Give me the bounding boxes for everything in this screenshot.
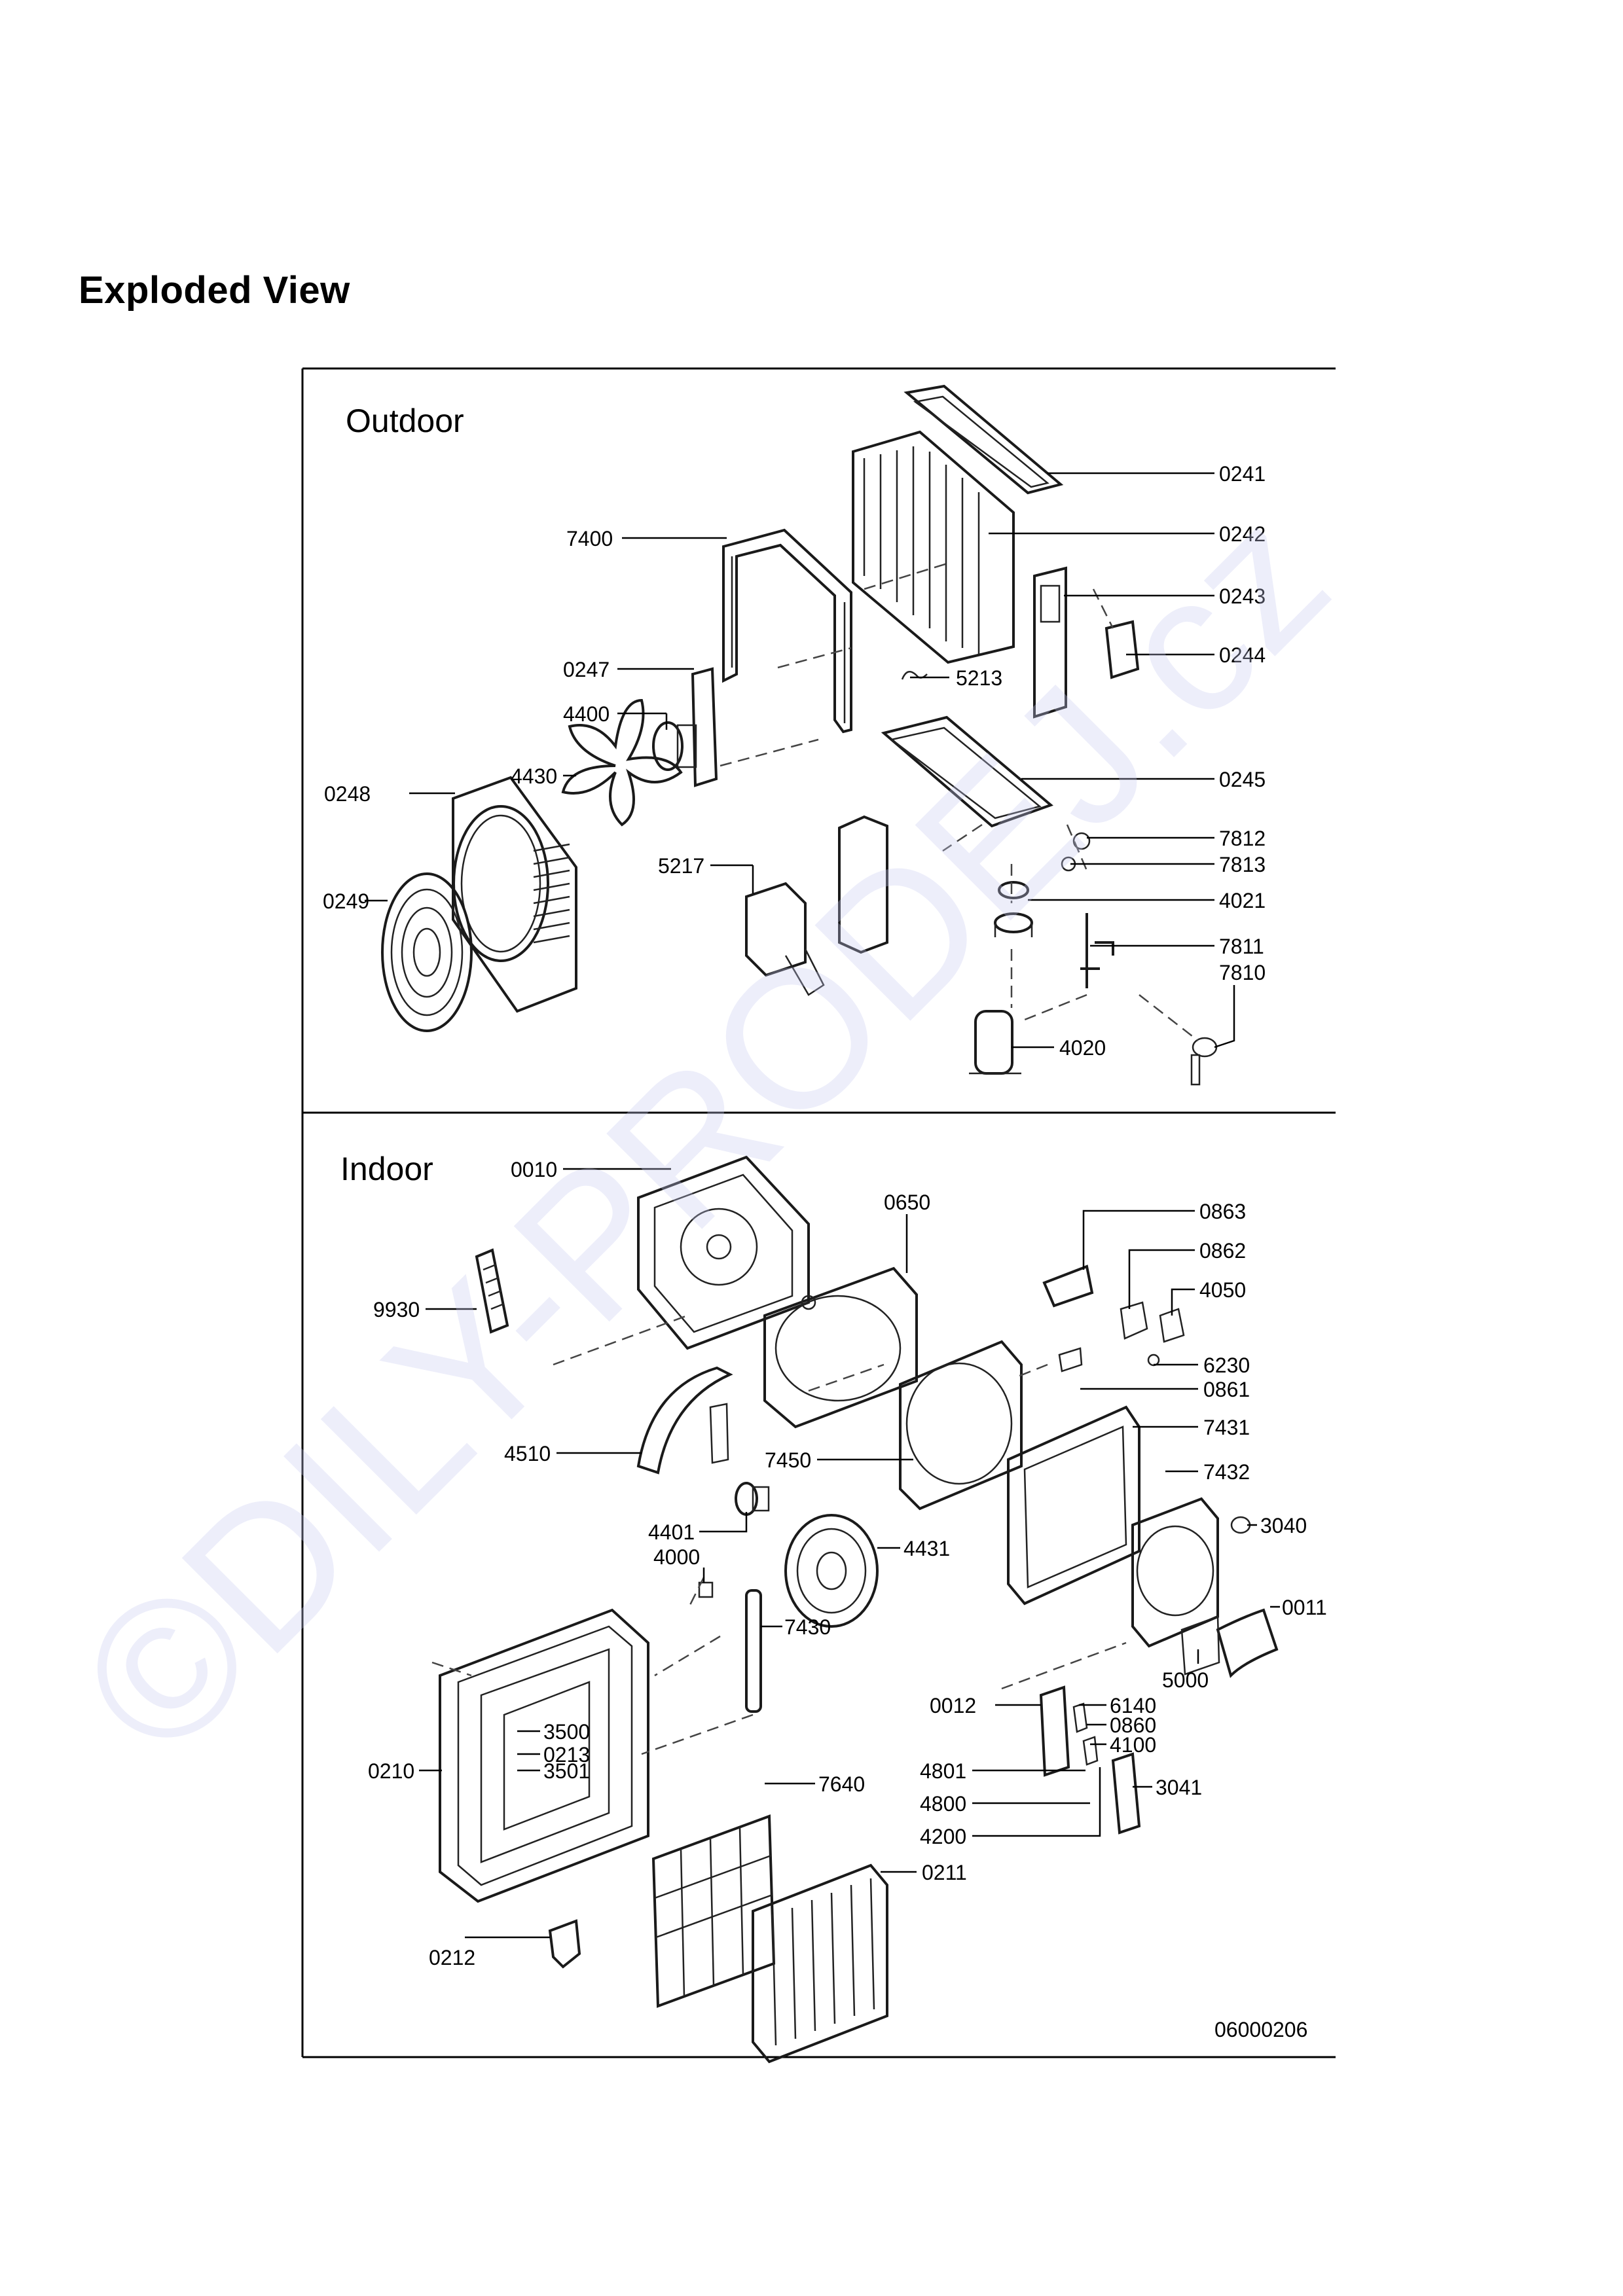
part-label-5217: 5217 [658, 854, 704, 878]
part-label-4430: 4430 [511, 764, 557, 788]
part-label-0241: 0241 [1219, 462, 1266, 486]
part-label-4100: 4100 [1110, 1733, 1156, 1757]
part-label-4000: 4000 [653, 1545, 700, 1569]
part-label-0211: 0211 [922, 1861, 967, 1884]
part-label-0862: 0862 [1199, 1239, 1246, 1263]
part-label-7430: 7430 [784, 1615, 831, 1639]
part-label-4431: 4431 [903, 1537, 950, 1560]
part-label-0210: 0210 [368, 1759, 414, 1783]
part-label-4050: 4050 [1199, 1278, 1246, 1302]
part-label-5213: 5213 [956, 666, 1002, 690]
page-title: Exploded View [79, 269, 350, 312]
part-label-4200: 4200 [920, 1825, 966, 1848]
part-label-0243: 0243 [1219, 584, 1266, 608]
part-label-6230: 6230 [1203, 1354, 1250, 1377]
part-label-7450: 7450 [765, 1448, 811, 1472]
part-label-0011: 0011 [1282, 1596, 1327, 1619]
part-label-0212: 0212 [429, 1946, 475, 1969]
outdoor-part-labels: 0241 0242 7400 0243 0244 0247 5213 4400 … [323, 462, 1266, 1060]
part-label-7432: 7432 [1203, 1460, 1250, 1484]
part-label-0244: 0244 [1219, 643, 1266, 667]
part-label-4401: 4401 [648, 1520, 695, 1544]
part-label-0249: 0249 [323, 889, 369, 913]
part-label-0213: 0213 [543, 1743, 590, 1767]
part-label-3040: 3040 [1260, 1514, 1307, 1537]
part-label-3041: 3041 [1156, 1776, 1202, 1799]
part-label-9930: 9930 [373, 1298, 420, 1321]
leader-lines [365, 472, 1280, 1939]
outdoor-section-title: Outdoor [346, 403, 464, 439]
part-label-7400: 7400 [566, 527, 613, 550]
part-label-4510: 4510 [504, 1442, 551, 1465]
part-label-0245: 0245 [1219, 768, 1266, 791]
part-label-7640: 7640 [818, 1772, 865, 1796]
part-label-3500: 3500 [543, 1720, 590, 1744]
part-label-6140: 6140 [1110, 1694, 1156, 1717]
part-label-4021: 4021 [1219, 889, 1266, 912]
part-label-0863: 0863 [1199, 1200, 1246, 1223]
part-label-0650: 0650 [884, 1191, 930, 1214]
part-label-0010: 0010 [511, 1158, 557, 1181]
part-label-7431: 7431 [1203, 1416, 1250, 1439]
part-label-3501: 3501 [543, 1759, 590, 1783]
part-label-4801: 4801 [920, 1759, 966, 1783]
part-label-7810: 7810 [1219, 961, 1266, 984]
part-label-0248: 0248 [324, 782, 371, 806]
part-label-4400: 4400 [563, 702, 610, 726]
drawing-code: 06000206 [1214, 2018, 1307, 2041]
indoor-parts [431, 1155, 1279, 2064]
part-label-0861: 0861 [1203, 1378, 1250, 1401]
part-label-0247: 0247 [563, 658, 610, 681]
indoor-section-title: Indoor [340, 1151, 433, 1187]
indoor-part-labels: 0010 0650 0863 0862 9930 4050 6230 0861 … [368, 1158, 1327, 1969]
part-label-0242: 0242 [1219, 522, 1266, 546]
part-label-0012: 0012 [930, 1694, 976, 1717]
part-label-0860: 0860 [1110, 1713, 1156, 1737]
part-label-5000: 5000 [1162, 1668, 1209, 1692]
part-label-7812: 7812 [1219, 827, 1266, 850]
diagram-frame [301, 367, 1336, 2058]
part-label-4800: 4800 [920, 1792, 966, 1816]
part-label-7811: 7811 [1219, 935, 1264, 958]
part-label-4020: 4020 [1059, 1036, 1106, 1060]
part-label-7813: 7813 [1219, 853, 1266, 876]
outdoor-parts [381, 384, 1218, 1086]
